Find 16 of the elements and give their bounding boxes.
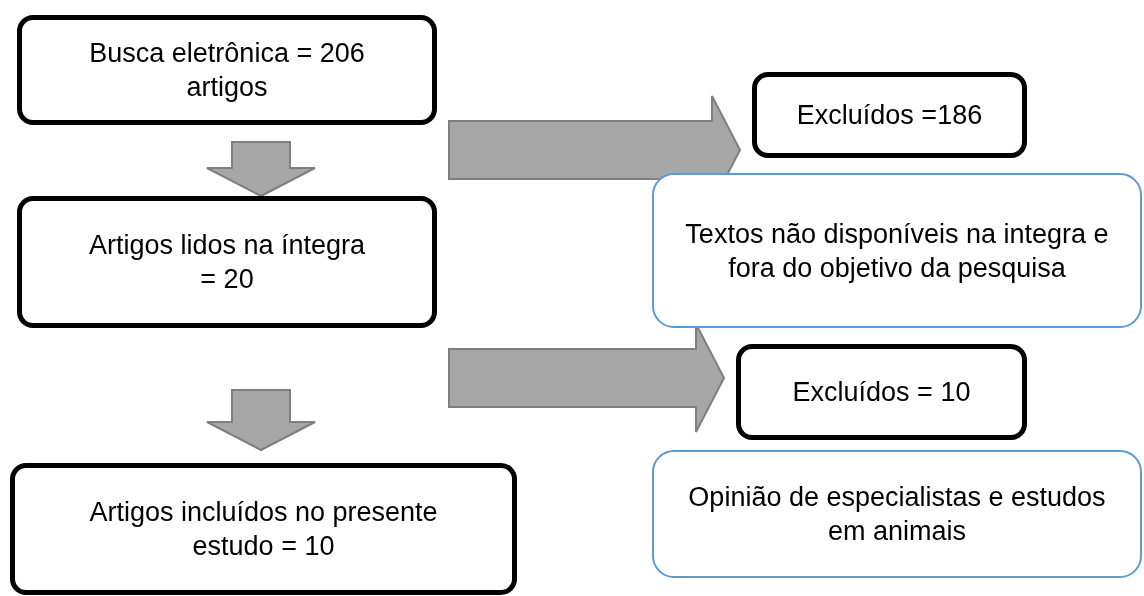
process-box <box>752 72 1027 158</box>
block-arrow <box>206 389 316 452</box>
process-box <box>17 15 437 125</box>
box-text: Textos não disponíveis na integra e fora do objetivo da pesquisa <box>684 217 1110 285</box>
process-box <box>652 173 1142 328</box>
box-text: Excluídos = 10 <box>792 376 971 409</box>
process-box <box>652 450 1142 578</box>
box-text: Opinião de especialistas e estudos em animais <box>687 481 1107 548</box>
box-text: Artigos incluídos no presente estudo = 10 <box>88 496 439 563</box>
block-arrow <box>206 141 316 198</box>
box-text: Excluídos =186 <box>796 99 983 132</box>
box-text: Artigos lidos na íntegra = 20 <box>87 229 367 296</box>
process-box <box>17 196 437 328</box>
process-box <box>10 463 517 595</box>
process-box <box>736 344 1027 440</box>
box-text: Busca eletrônica = 206 artigos <box>88 37 366 104</box>
